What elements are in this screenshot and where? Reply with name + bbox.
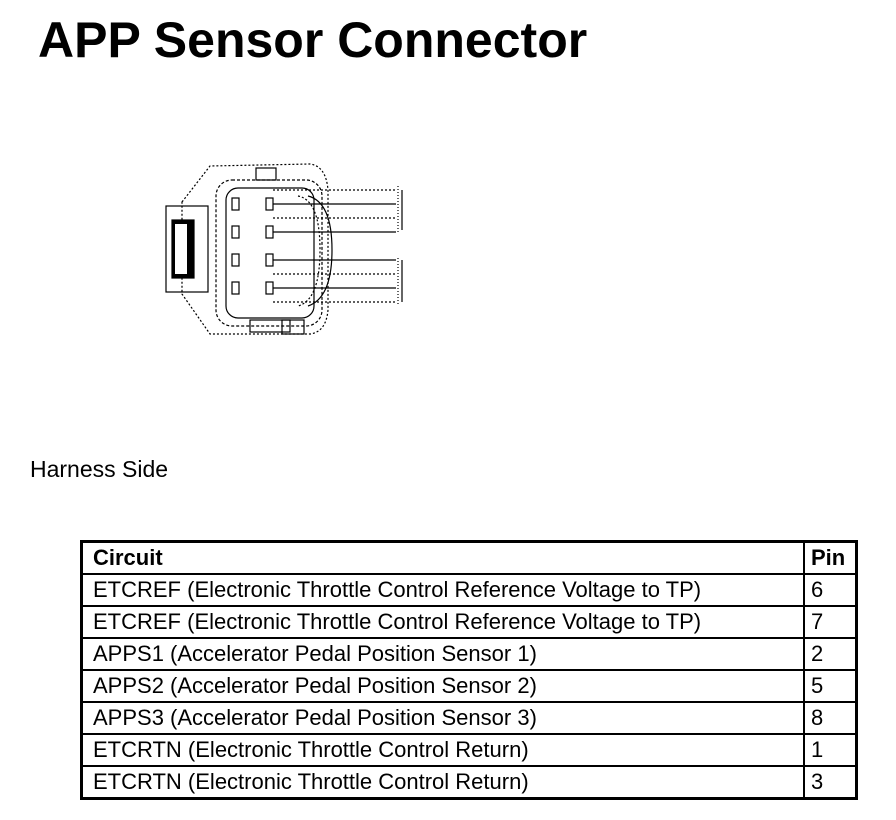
table-row: ETCREF (Electronic Throttle Control Refe… — [80, 605, 858, 639]
table-row: APPS3 (Accelerator Pedal Position Sensor… — [80, 701, 858, 735]
circuit-cell: APPS1 (Accelerator Pedal Position Sensor… — [80, 637, 805, 671]
circuit-cell: ETCRTN (Electronic Throttle Control Retu… — [80, 733, 805, 767]
page-title: APP Sensor Connector — [38, 12, 588, 68]
column-header-circuit: Circuit — [80, 540, 805, 575]
connector-diagram — [160, 160, 420, 340]
pin-cell: 1 — [803, 733, 858, 767]
pin-cell: 2 — [803, 637, 858, 671]
table-row: ETCREF (Electronic Throttle Control Refe… — [80, 573, 858, 607]
pin-cell: 8 — [803, 701, 858, 735]
circuit-cell: APPS2 (Accelerator Pedal Position Sensor… — [80, 669, 805, 703]
circuit-cell: APPS3 (Accelerator Pedal Position Sensor… — [80, 701, 805, 735]
pin-cell: 5 — [803, 669, 858, 703]
pin-cell: 6 — [803, 573, 858, 607]
harness-side-caption: Harness Side — [30, 456, 169, 482]
table-row: APPS1 (Accelerator Pedal Position Sensor… — [80, 637, 858, 671]
table-header-row: Circuit Pin — [80, 540, 858, 575]
circuit-cell: ETCREF (Electronic Throttle Control Refe… — [80, 605, 805, 639]
pinout-table: Circuit Pin ETCREF (Electronic Throttle … — [80, 540, 858, 800]
circuit-cell: ETCRTN (Electronic Throttle Control Retu… — [80, 765, 805, 800]
table-row: ETCRTN (Electronic Throttle Control Retu… — [80, 733, 858, 767]
pin-cell: 3 — [803, 765, 858, 800]
connector-diagram-icon — [165, 163, 403, 335]
table-row: ETCRTN (Electronic Throttle Control Retu… — [80, 765, 858, 800]
circuit-cell: ETCREF (Electronic Throttle Control Refe… — [80, 573, 805, 607]
table-row: APPS2 (Accelerator Pedal Position Sensor… — [80, 669, 858, 703]
column-header-pin: Pin — [803, 540, 858, 575]
pin-cell: 7 — [803, 605, 858, 639]
